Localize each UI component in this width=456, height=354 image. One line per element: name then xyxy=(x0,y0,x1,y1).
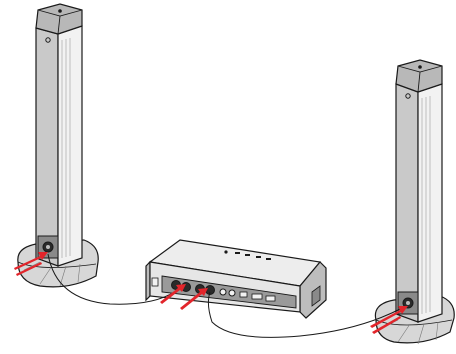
right-speaker-column xyxy=(396,84,418,322)
left-speaker xyxy=(18,4,98,287)
right-speaker xyxy=(375,60,454,344)
left-speaker-column xyxy=(36,28,58,266)
receiver xyxy=(146,240,326,318)
